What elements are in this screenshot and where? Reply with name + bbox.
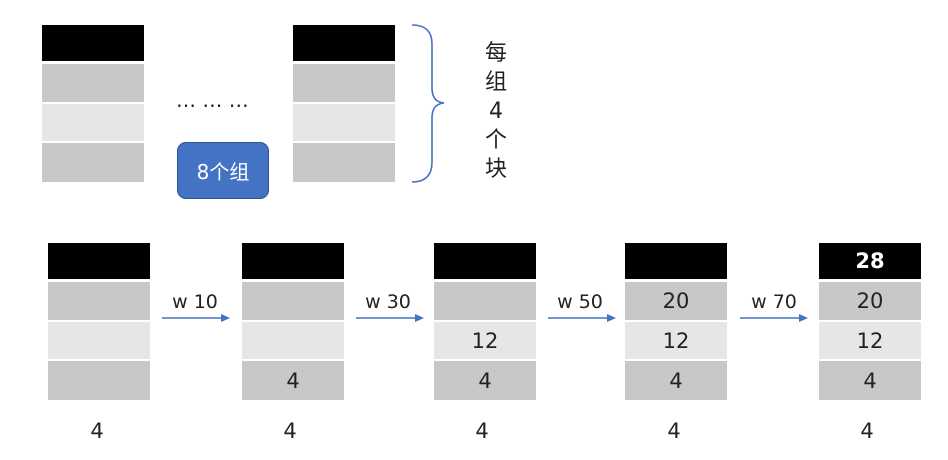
block-row-3 <box>42 143 144 182</box>
block-row-3: 4 <box>434 361 536 400</box>
arrow-label: w 50 <box>557 291 603 313</box>
block-row-2 <box>242 322 344 361</box>
top-stack-left <box>42 25 144 182</box>
block-row-0 <box>242 243 344 281</box>
stage-count: 4 <box>475 419 489 443</box>
block-row-2: 12 <box>625 322 727 361</box>
block-row-0 <box>625 243 727 281</box>
block-row-0 <box>434 243 536 281</box>
curly-brace <box>411 24 445 183</box>
stage-5: 28 20 12 4 <box>819 243 921 400</box>
brace-label: 每 组 4 个 块 <box>481 39 511 184</box>
arrow-label: w 10 <box>172 291 218 313</box>
block-row-0 <box>42 25 144 63</box>
stage-count: 4 <box>283 419 297 443</box>
stage-1 <box>48 243 150 400</box>
block-row-3 <box>293 143 395 182</box>
top-stack-right <box>293 25 395 182</box>
block-row-1 <box>434 282 536 322</box>
block-row-3: 4 <box>242 361 344 400</box>
brace-label-char: 个 <box>484 128 507 153</box>
brace-label-char: 每 <box>484 41 507 66</box>
stage-count: 4 <box>860 419 874 443</box>
stage-count: 4 <box>667 419 681 443</box>
block-row-1 <box>242 282 344 322</box>
block-row-1 <box>293 64 395 104</box>
block-row-1: 20 <box>625 282 727 322</box>
arrow <box>740 314 808 322</box>
ellipsis-text: … … … <box>176 88 249 112</box>
block-row-3: 4 <box>625 361 727 400</box>
block-row-0 <box>293 25 395 63</box>
stage-count: 4 <box>90 419 104 443</box>
block-row-2 <box>293 104 395 143</box>
block-row-2: 12 <box>434 322 536 361</box>
block-row-0: 28 <box>819 243 921 281</box>
stage-4: 20 12 4 <box>625 243 727 400</box>
arrow-label: w 70 <box>751 291 797 313</box>
brace-label-char: 4 <box>489 99 503 124</box>
group-count-badge: 8个组 <box>177 142 269 199</box>
stage-3: 12 4 <box>434 243 536 400</box>
block-row-0 <box>48 243 150 281</box>
block-row-3 <box>48 361 150 400</box>
block-row-2: 12 <box>819 322 921 361</box>
block-row-2 <box>48 322 150 361</box>
brace-label-char: 块 <box>484 157 507 182</box>
brace-label-char: 组 <box>484 70 507 95</box>
block-row-1 <box>48 282 150 322</box>
arrow <box>356 314 424 322</box>
block-row-1: 20 <box>819 282 921 322</box>
block-row-1 <box>42 64 144 104</box>
arrow-label: w 30 <box>365 291 411 313</box>
block-row-2 <box>42 104 144 143</box>
arrow <box>548 314 616 322</box>
block-row-3: 4 <box>819 361 921 400</box>
stage-2: 4 <box>242 243 344 400</box>
arrow <box>162 314 230 322</box>
